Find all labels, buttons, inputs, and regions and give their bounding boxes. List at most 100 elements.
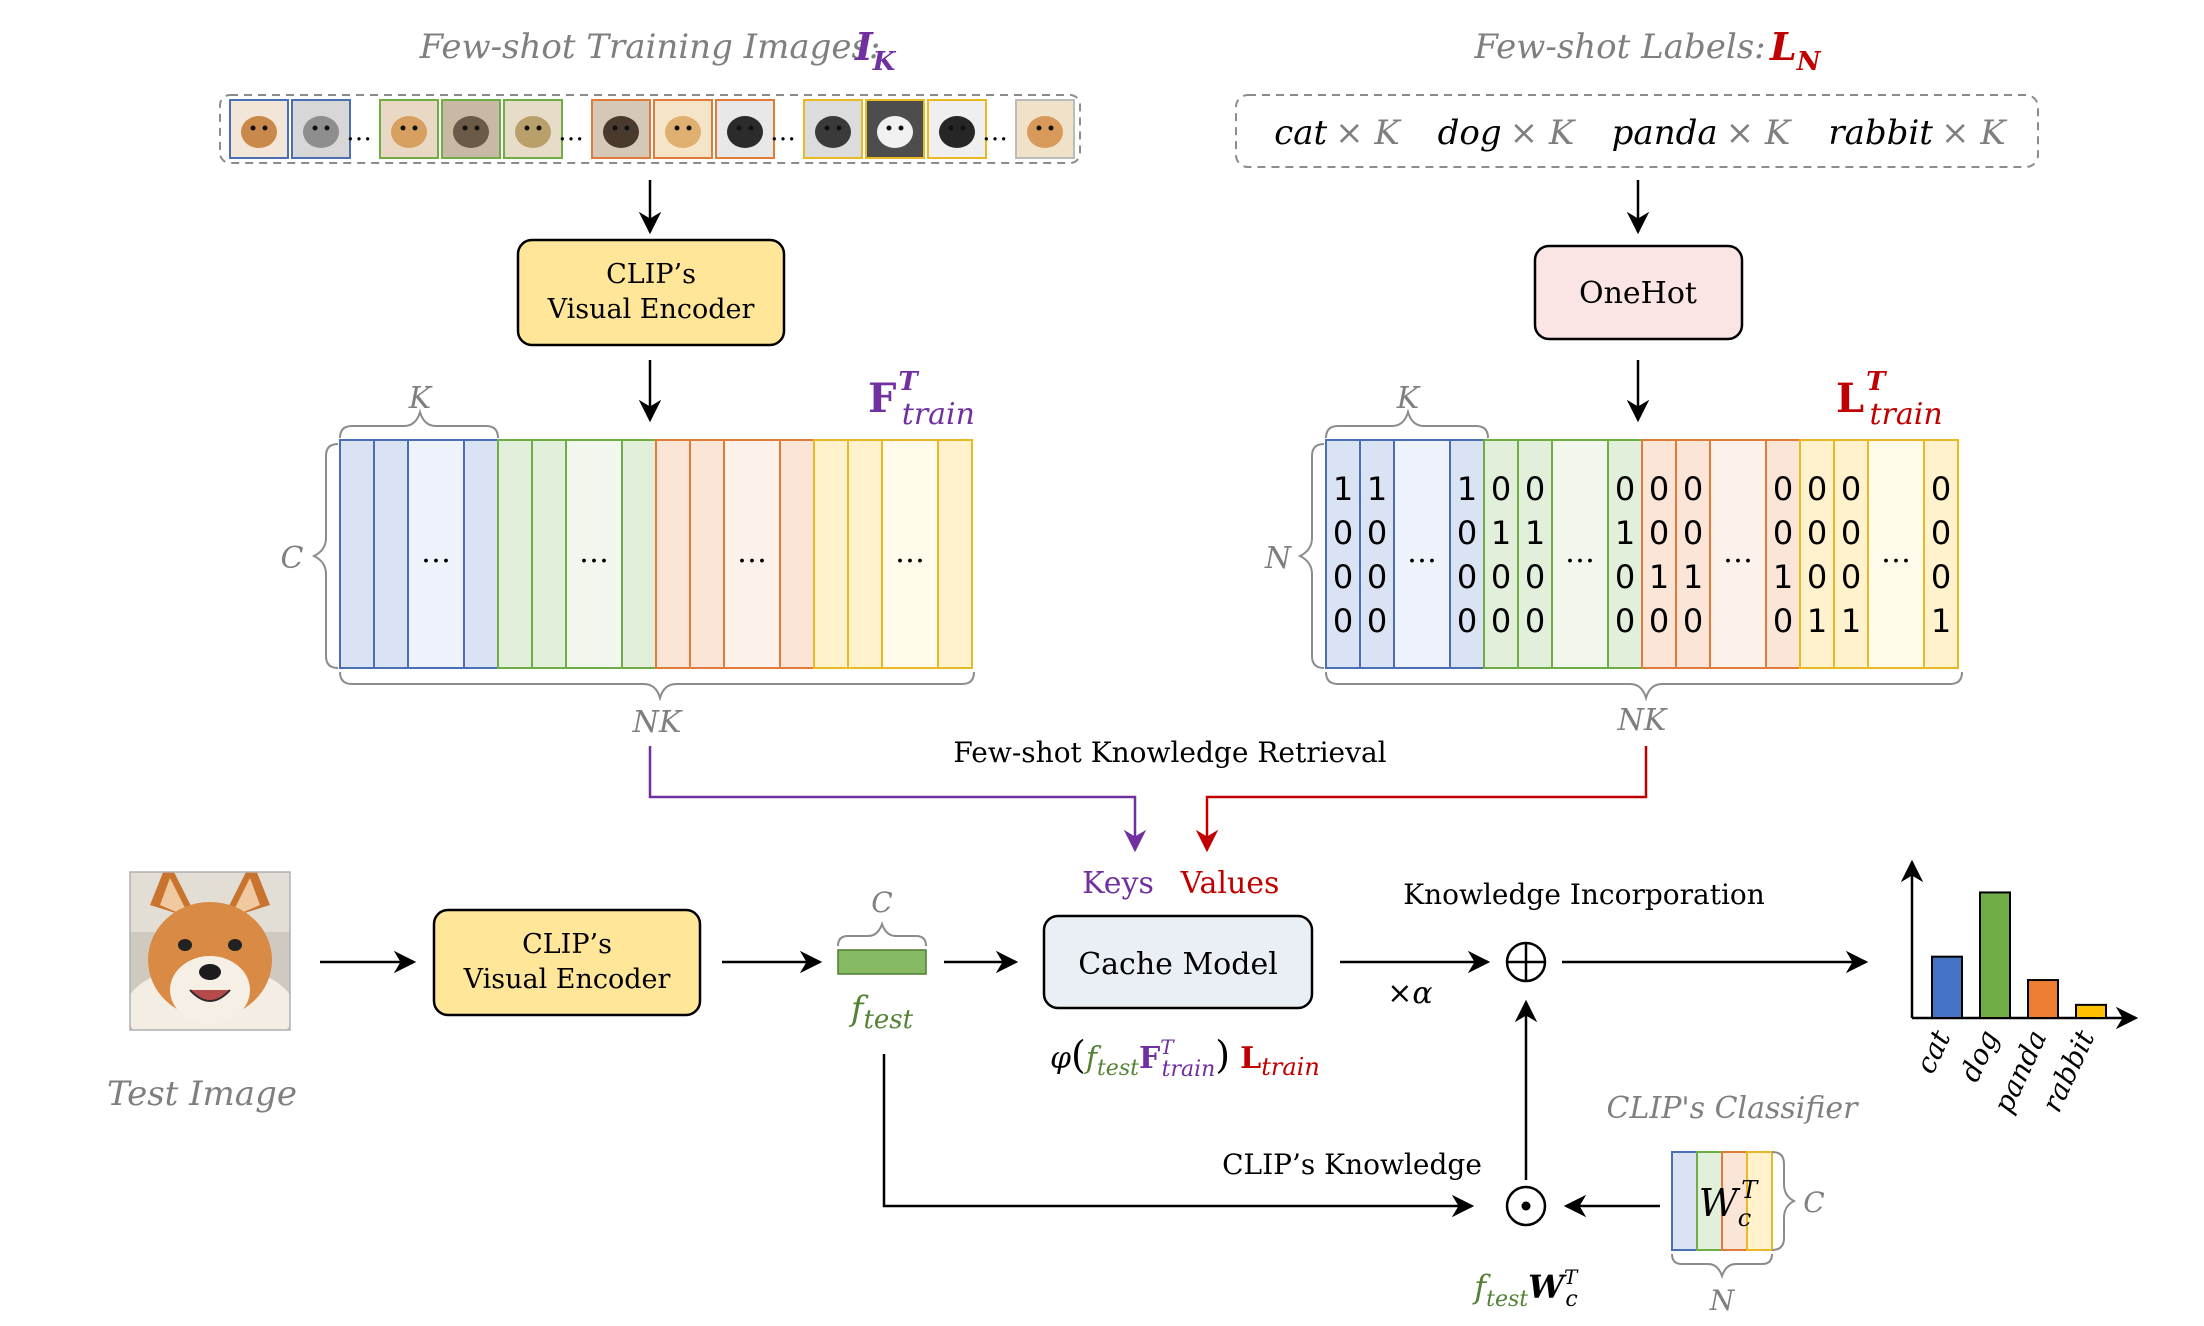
retrieval-label: Few-shot Knowledge Retrieval [953, 736, 1386, 769]
test-image [130, 872, 290, 1030]
l-train-k-brace [1325, 408, 1489, 439]
l-train-column [1867, 439, 1925, 669]
visual-encoder-bottom: CLIP’s Visual Encoder [432, 908, 702, 1017]
onehot-entry: 0 [1773, 470, 1793, 508]
f-train-matrix: ………… [339, 439, 973, 669]
keys-connector [648, 746, 1147, 853]
onehot-entry: 0 [1525, 602, 1545, 640]
onehot-entry: 0 [1333, 514, 1353, 552]
l-train-ellipsis: … [1723, 535, 1753, 570]
f-train-column [339, 439, 375, 669]
onehot-entry: 0 [1841, 514, 1861, 552]
onehot-entry: 1 [1333, 470, 1353, 508]
thumb-ellipsis: … [982, 117, 1008, 147]
label-items: cat× K dog× K panda× K rabbit× K [1274, 113, 2008, 153]
onehot-entry: 0 [1491, 470, 1511, 508]
f-train-column [407, 439, 465, 669]
onehot-entry: 0 [1457, 514, 1477, 552]
onehot-entry: 0 [1525, 558, 1545, 596]
visual-encoder-bottom-line1: CLIP’s [522, 929, 612, 960]
keys-label: Keys [1082, 866, 1154, 901]
onehot-entry: 1 [1683, 558, 1703, 596]
onehot-entry: 0 [1649, 514, 1669, 552]
f-train-column [723, 439, 781, 669]
cache-model-box: Cache Model [1042, 914, 1314, 1010]
wc-label: WcT [1699, 1176, 1760, 1232]
classifier-column [1696, 1151, 1723, 1251]
training-image-thumb [441, 99, 501, 159]
f-train-column [779, 439, 815, 669]
f-test-c-brace [837, 920, 927, 947]
onehot-entry: 0 [1367, 602, 1387, 640]
onehot-entry: 0 [1457, 602, 1477, 640]
f-train-column [531, 439, 567, 669]
output-bar-label-cat: cat [1909, 1024, 1958, 1078]
output-bar-cat [1931, 955, 1963, 1019]
onehot-entry: 0 [1615, 558, 1635, 596]
onehot-entry: 0 [1683, 470, 1703, 508]
f-train-c-brace [311, 443, 339, 669]
onehot-entry: 0 [1683, 602, 1703, 640]
f-train-column [373, 439, 409, 669]
onehot-entry: 1 [1931, 602, 1951, 640]
onehot-entry: 1 [1525, 514, 1545, 552]
training-image-thumb [1015, 99, 1075, 159]
oplus-operator [1505, 941, 1547, 983]
f-train-nk-brace [339, 671, 975, 702]
thumb-ellipsis: … [346, 117, 372, 147]
classifier-n-label: N [1709, 1284, 1736, 1317]
clip-knowledge-connector [882, 1054, 1475, 1218]
onehot-entry: 0 [1773, 514, 1793, 552]
l-train-ellipsis: … [1407, 535, 1437, 570]
training-images-title: Few-shot Training Images: [419, 27, 881, 67]
onehot-entry: 1 [1367, 470, 1387, 508]
l-train-column [1483, 439, 1519, 669]
onehot-box: OneHot [1533, 244, 1744, 341]
onehot-entry: 0 [1333, 602, 1353, 640]
f-train-c-label: C [281, 541, 304, 576]
onehot-entry: 0 [1807, 558, 1827, 596]
onehot-entry: 0 [1931, 514, 1951, 552]
label-item-dog: dog× K [1438, 113, 1577, 153]
f-test-c-label: C [871, 886, 892, 919]
onehot-entry: 0 [1773, 602, 1793, 640]
visual-encoder-top-line2: Visual Encoder [547, 294, 755, 325]
onehot-entry: 0 [1457, 558, 1477, 596]
thumb-ellipsis: … [558, 117, 584, 147]
training-images-symbol: IK [854, 24, 897, 77]
l-train-column [1641, 439, 1677, 669]
training-image-thumb [803, 99, 863, 159]
training-images-strip [219, 94, 1081, 164]
clip-classifier-matrix [1671, 1151, 1773, 1251]
l-train-column [1325, 439, 1361, 669]
onehot-entry: 1 [1615, 514, 1635, 552]
training-image-thumb [591, 99, 651, 159]
f-test-feature [837, 949, 927, 975]
classifier-c-brace [1771, 1151, 1797, 1251]
onehot-entry: 0 [1615, 602, 1635, 640]
onehot-entry: 0 [1615, 470, 1635, 508]
clip-classifier-label: CLIP's Classifier [1606, 1091, 1859, 1126]
output-bar-label-dog: dog [1953, 1025, 2005, 1087]
onehot-entry: 0 [1931, 470, 1951, 508]
clip-knowledge-label: CLIP’s Knowledge [1222, 1148, 1482, 1181]
onehot-entry: 0 [1491, 558, 1511, 596]
label-item-rabbit: rabbit× K [1828, 113, 2008, 153]
training-image-thumbnails: ………… [229, 99, 1075, 159]
onehot-entry: 0 [1367, 514, 1387, 552]
f-train-ellipsis: … [737, 535, 767, 570]
l-train-nk-label: NK [1617, 703, 1668, 738]
training-image-thumb [229, 99, 289, 159]
visual-encoder-top-line1: CLIP’s [606, 259, 696, 290]
onehot-entry: 1 [1649, 558, 1669, 596]
incorporation-label: Knowledge Incorporation [1403, 878, 1765, 911]
onehot-entry: 1 [1491, 514, 1511, 552]
classifier-column [1671, 1151, 1698, 1251]
onehot-entry: 0 [1525, 470, 1545, 508]
test-image-border [129, 871, 291, 1031]
f-train-column [621, 439, 657, 669]
onehot-entry: 0 [1333, 558, 1353, 596]
